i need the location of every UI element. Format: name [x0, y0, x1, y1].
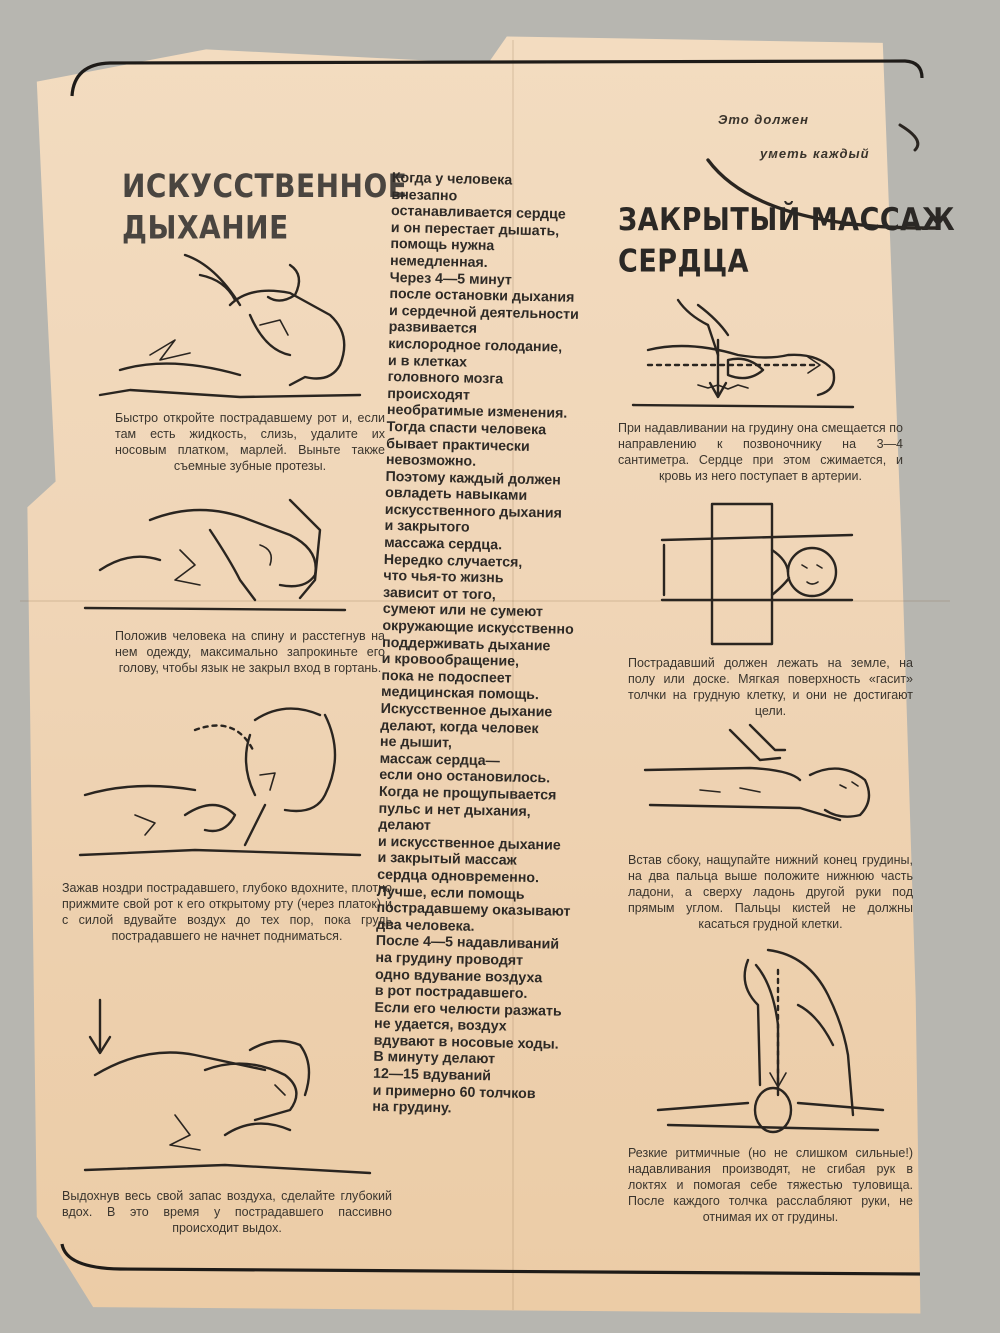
illustration-chest-compression — [628, 295, 858, 415]
illustration-patient-on-board — [652, 500, 872, 650]
leaflet-sheet — [27, 36, 921, 1314]
top-frame-line — [70, 58, 940, 98]
heart-massage-title: ЗАКРЫТЫЙ МАССАЖ СЕРДЦА — [618, 202, 956, 280]
tagline-line-2: уметь каждый — [760, 146, 870, 161]
illustration-rhythmic-pressure — [648, 945, 888, 1145]
vertical-fold — [512, 40, 514, 1310]
illustration-hand-position — [640, 720, 890, 835]
horizontal-fold — [20, 600, 950, 602]
caption-right-2: Пострадавший должен лежать на земле, на … — [628, 656, 913, 718]
illustration-exhale — [75, 995, 375, 1185]
main-text: Когда у человека внезапно останавливаетс… — [372, 170, 579, 1117]
caption-left-1: Быстро откройте пострадавшему рот и, есл… — [115, 411, 385, 473]
caption-right-3: Встав сбоку, нащупайте нижний конец груд… — [628, 853, 913, 931]
artificial-breathing-title: ИСКУССТВЕННОЕ ДЫХАНИЕ — [122, 167, 408, 247]
illustration-tilt-head — [80, 490, 350, 615]
caption-left-3: Зажав ноздри пострадавшего, глубоко вдох… — [62, 881, 392, 943]
bottom-frame-line — [60, 1240, 940, 1280]
tagline-line-1: Это должен — [718, 112, 810, 127]
right-frame-swoosh — [700, 120, 950, 240]
caption-left-4: Выдохнув весь свой запас воздуха, сделай… — [62, 1189, 392, 1235]
caption-left-2: Положив человека на спину и расстегнув н… — [115, 629, 385, 675]
illustration-mouth-to-mouth — [75, 695, 365, 865]
caption-right-4: Резкие ритмичные (но не слишком сильные!… — [628, 1146, 913, 1224]
caption-right-1: При надавливании на грудину она смещаетс… — [618, 421, 903, 483]
illustration-open-mouth — [90, 245, 380, 405]
